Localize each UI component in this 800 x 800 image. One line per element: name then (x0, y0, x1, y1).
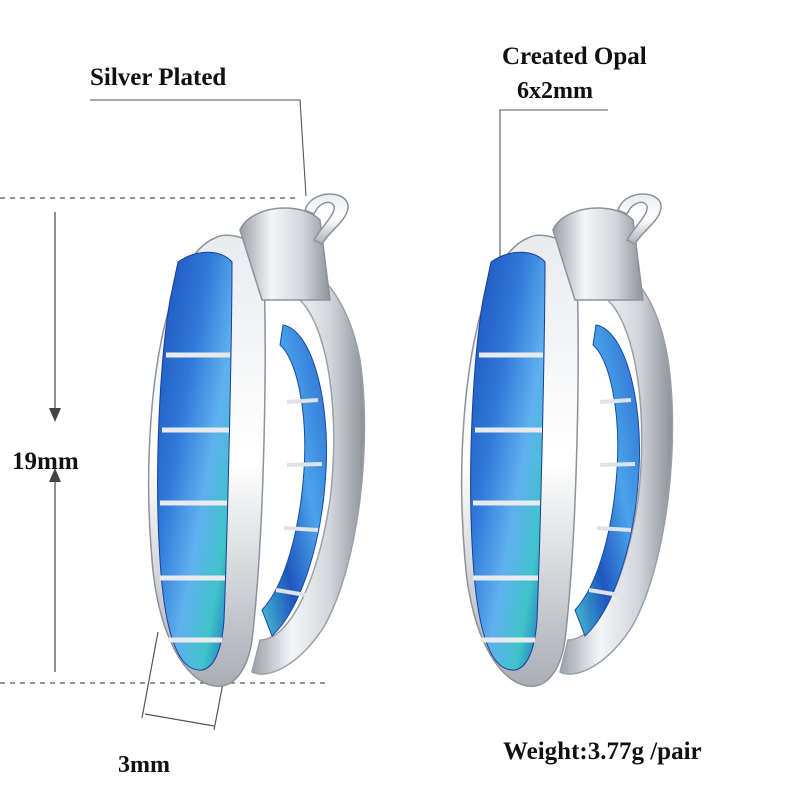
left-hoop-front-opal (157, 251, 233, 671)
created-opal-label: Created Opal (502, 43, 647, 70)
left-hoop-latch (304, 193, 349, 245)
right-hoop-hinge (552, 207, 644, 301)
right-hoop-back-band (559, 256, 674, 675)
silver-plated-label: Silver Plated (90, 64, 227, 91)
width-dimension-label: 3mm (118, 752, 170, 778)
right-hoop-back-opal (574, 324, 641, 637)
left-hoop-earring (147, 193, 366, 687)
opal-size-label: 6x2mm (517, 78, 593, 104)
right-hoop-earring (460, 193, 674, 687)
left-hoop-back-opal (261, 324, 328, 637)
right-hoop-front-opal (470, 251, 546, 671)
left-hoop-hinge (239, 207, 331, 301)
weight-label: Weight:3.77g /pair (503, 738, 702, 765)
dimension-arrows (49, 408, 61, 482)
height-dimension-label: 19mm (12, 448, 79, 475)
right-hoop-latch (617, 193, 662, 245)
left-hoop-back-band (251, 256, 366, 675)
